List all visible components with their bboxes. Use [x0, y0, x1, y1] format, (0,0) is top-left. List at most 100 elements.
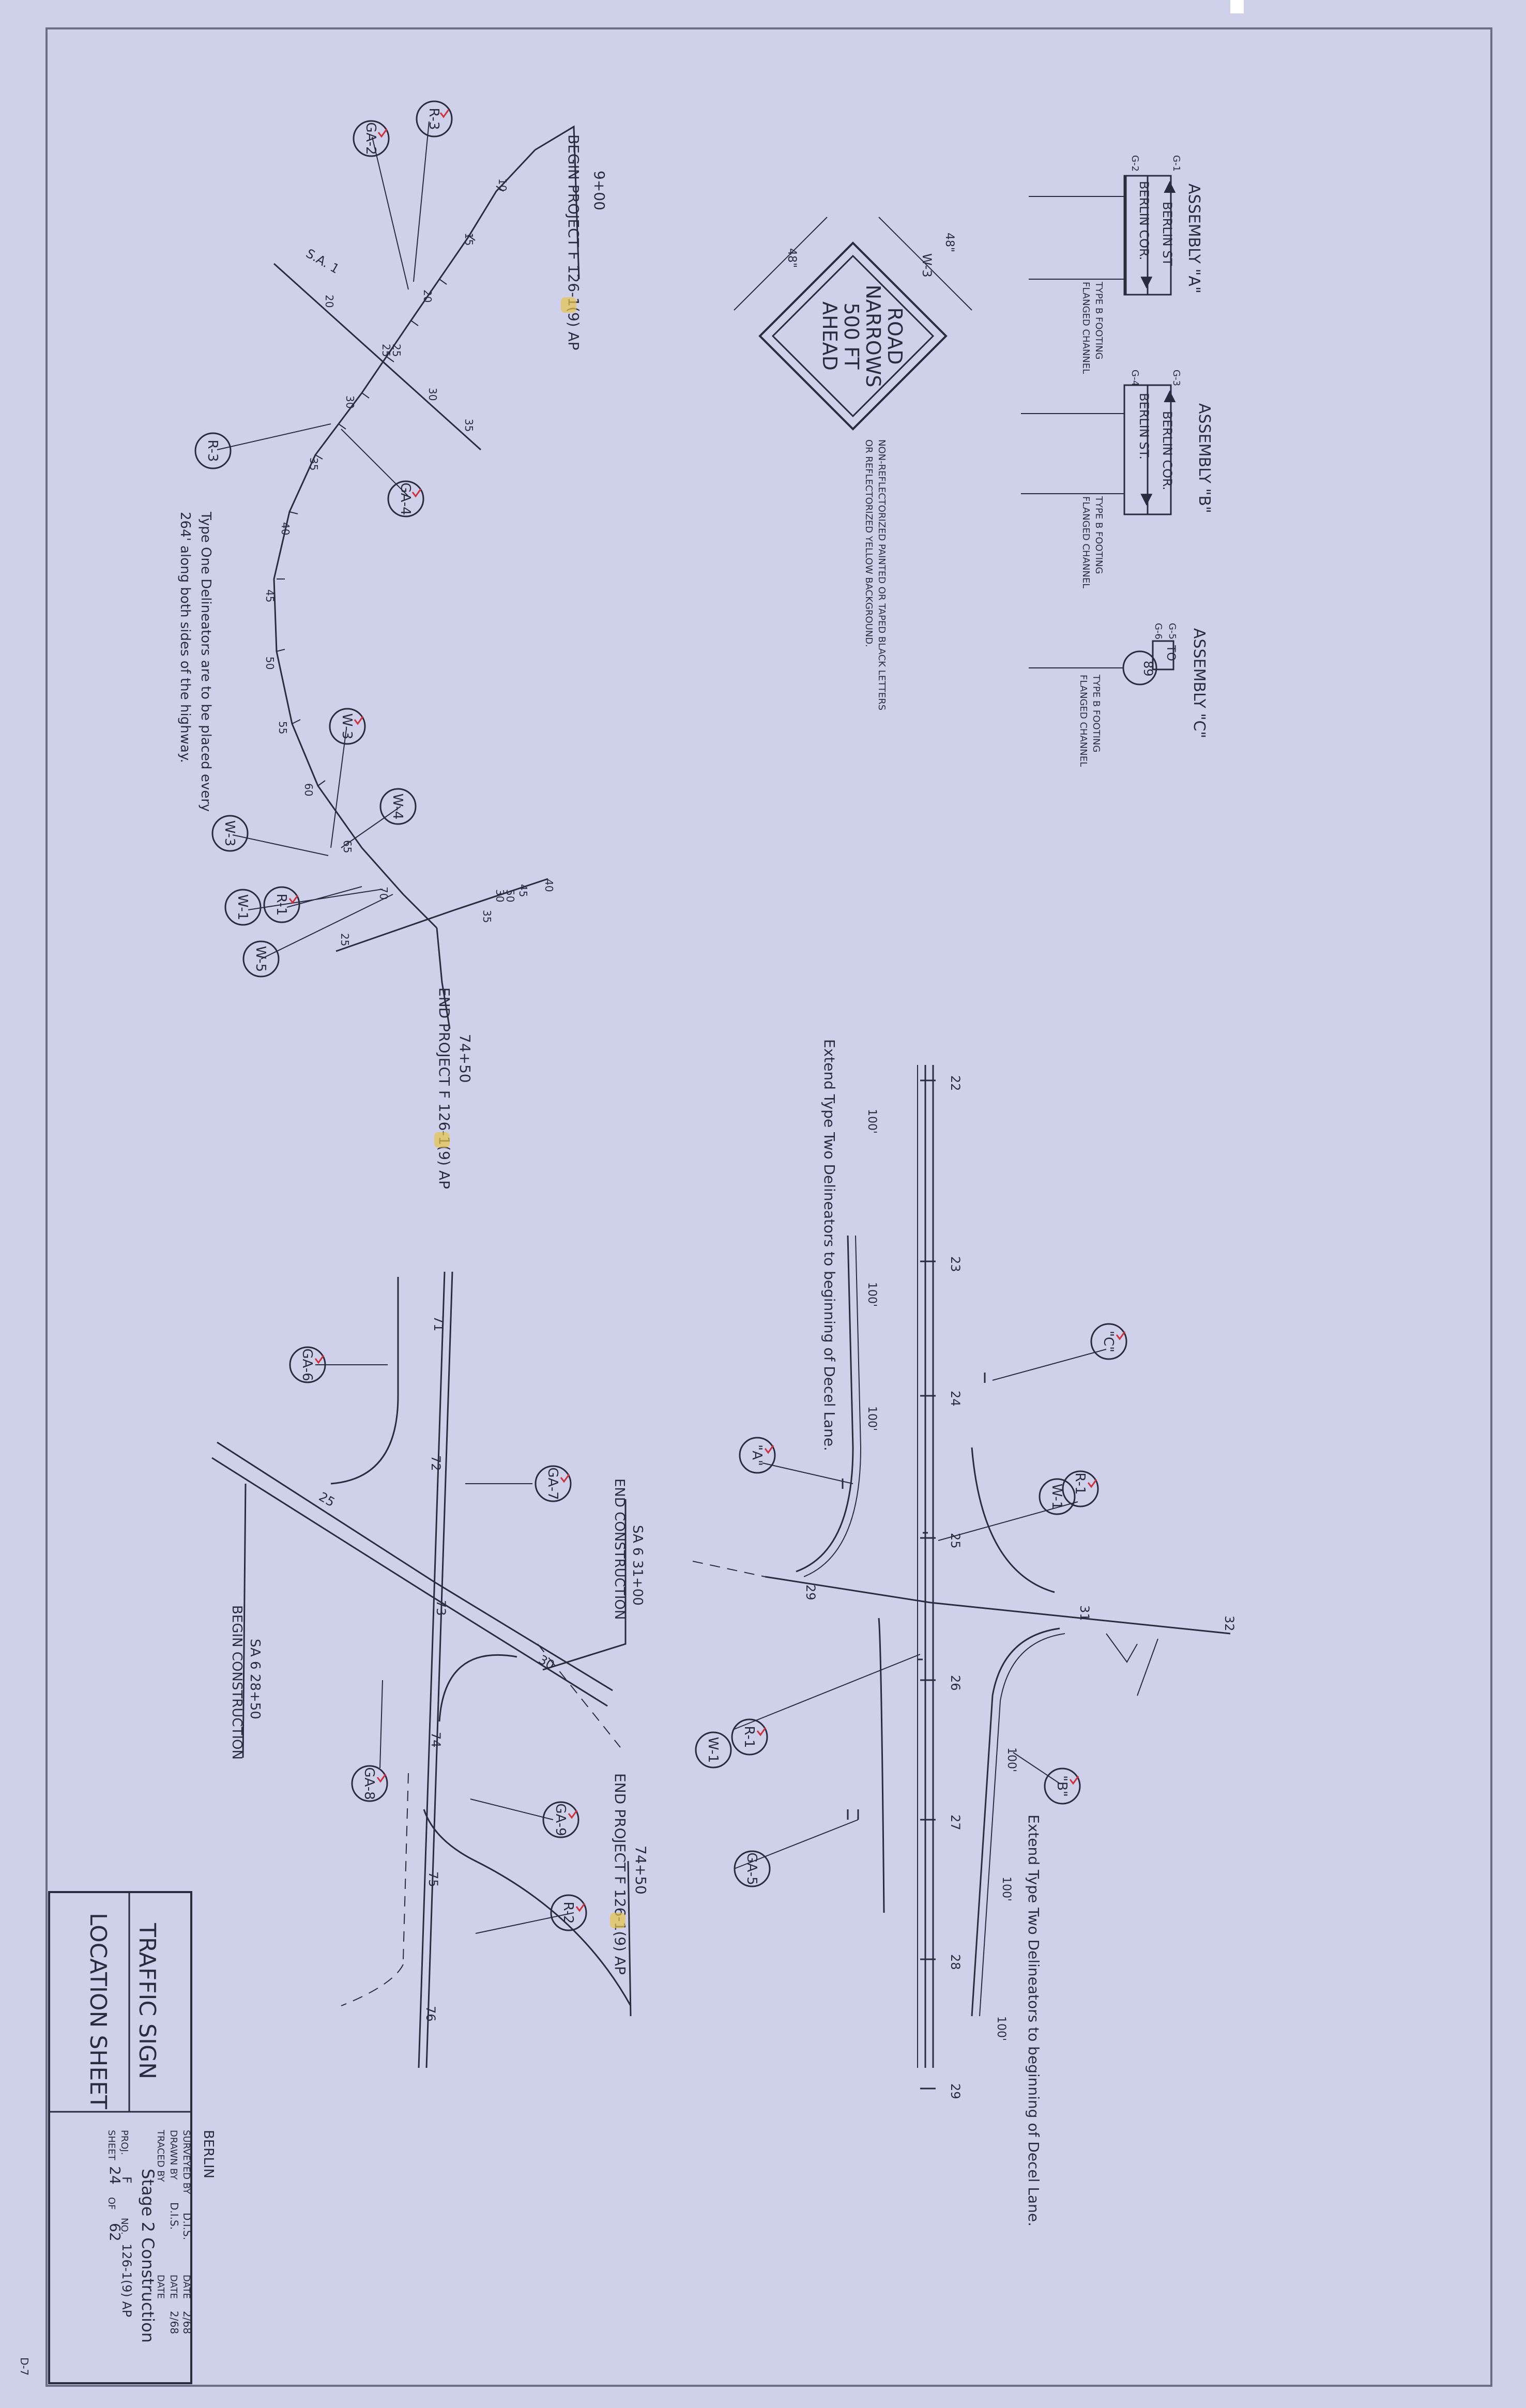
- sign-r3-b: R-3: [205, 440, 220, 462]
- channel-island: [1106, 1633, 1158, 1696]
- title-traffic-sign: TRAFFIC SIGN: [134, 1923, 160, 2079]
- assembly-a-arrow2: ▶: [1138, 277, 1156, 288]
- highway-bottom-edge-2: [425, 1271, 453, 2068]
- w3-diamond-outer: [758, 241, 948, 431]
- sign-leaders: [217, 121, 430, 959]
- station-72: 72: [429, 1455, 443, 1471]
- station-75: 75: [426, 1871, 440, 1887]
- right-station-labels: 22 23 24 25 26 27 28 29 29 31 32: [803, 1075, 1237, 2099]
- delineator-note-2: 264' along both sides of the highway.: [177, 512, 193, 763]
- sign-ga9: GA-9: [553, 1803, 568, 1836]
- begin-station: 9+00: [591, 171, 608, 210]
- assembly-a-row2: BERLIN COR.: [1137, 181, 1151, 260]
- w3-line3: 500 FT: [840, 302, 863, 370]
- w3-line1: ROAD: [883, 308, 906, 365]
- sign-r2: R-2: [560, 1902, 576, 1924]
- begin-construction-leader: [242, 1483, 247, 1758]
- w3-note-1: NON-REFLECTORIZED PAINTED OR TAPED BLACK…: [876, 439, 887, 710]
- assembly-b-row2: BERLIN ST.: [1137, 393, 1151, 460]
- title-block: TRAFFIC SIGN LOCATION SHEET BERLIN SURVE…: [18, 1891, 216, 2384]
- spacing-4: 100': [1005, 1747, 1018, 1772]
- extend-note-bottom: Extend Type Two Delineators to beginning…: [1025, 1815, 1042, 2227]
- begin-sa-label: SA 6 28+50: [247, 1639, 263, 1719]
- assembly-c-footing-2: FLANGED CHANNEL: [1078, 675, 1089, 767]
- plan-top-left: [217, 121, 580, 1029]
- assembly-c-code1: G-5: [1167, 623, 1178, 639]
- station-40: 40: [279, 522, 292, 535]
- drawn-date-label: DATE: [168, 2275, 179, 2299]
- end-construction-label: END CONSTRUCTION: [612, 1479, 627, 1620]
- side-station-31: 31: [1077, 1605, 1092, 1621]
- spacing-2: 100': [865, 1282, 878, 1307]
- end-station: 74+50: [456, 1034, 474, 1083]
- branch-station-40: 40: [543, 879, 555, 892]
- begin-project-leader: [535, 125, 580, 280]
- assembly-a: ASSEMBLY "A" BERLIN ST BERLIN COR. ◀ ▶ G…: [1029, 155, 1203, 374]
- sign-r3-a: R-3: [426, 108, 441, 130]
- sign-w1-right-a-circle: [1039, 1478, 1076, 1515]
- sign-r1-right-a: R-1: [1072, 1473, 1088, 1495]
- spacing-3: 100': [865, 1406, 878, 1431]
- station-29: 29: [948, 2083, 963, 2099]
- extend-note-top: Extend Type Two Delineators to beginning…: [821, 1039, 838, 1451]
- station-60: 60: [302, 783, 315, 796]
- spacing-5: 100': [1000, 1877, 1013, 1901]
- drawn-label: DRAWN BY: [168, 2130, 179, 2180]
- station-35: 35: [308, 458, 320, 470]
- drawn-date: 2/68: [168, 2311, 180, 2334]
- proj-value: F: [119, 2176, 134, 2184]
- station-27: 27: [948, 1815, 963, 1831]
- traced-date-label: DATE: [155, 2275, 166, 2299]
- assembly-b: ASSEMBLY "B" BERLIN COR. BERLIN ST. ◀ ▶ …: [1021, 370, 1213, 588]
- assembly-b-code2: G-4: [1130, 370, 1140, 386]
- decel-lane-left: [796, 1235, 854, 1573]
- station-45: 45: [264, 589, 276, 602]
- w3-line2: NARROWS: [862, 285, 884, 388]
- right-sign-circles: [695, 1323, 1127, 1887]
- assembly-c-title: ASSEMBLY "C": [1190, 628, 1208, 738]
- sign-w1-top: W-1: [235, 894, 250, 921]
- sign-w5: W-5: [253, 946, 268, 972]
- end-project-bottom: END PROJECT F 126-1(9) AP: [612, 1773, 629, 1975]
- side-station-29: 29: [803, 1584, 818, 1601]
- sign-c: "C": [1101, 1331, 1116, 1352]
- highlights: [434, 297, 625, 1928]
- bottom-sign-circles: [289, 1346, 587, 1931]
- w3-sign-detail: ROAD NARROWS 500 FT AHEAD W-3 48" 48" NO…: [734, 217, 972, 710]
- title-location-sheet: LOCATION SHEET: [85, 1913, 111, 2109]
- sign-ga4: GA-4: [398, 482, 413, 515]
- begin-construction-label: BEGIN CONSTRUCTION: [229, 1605, 245, 1760]
- assembly-b-title: ASSEMBLY "B": [1195, 403, 1213, 513]
- begin-project-label: BEGIN PROJECT F 126-1(9) AP: [565, 134, 582, 350]
- bottom-sign-labels: GA-6 GA-7 GA-8 GA-9 R-2: [299, 1348, 576, 1924]
- assembly-a-title: ASSEMBLY "A": [1185, 184, 1203, 294]
- top-station-labels: 10 15 20 25 30 35 40 45 50 55 60 65 70 2…: [264, 178, 555, 946]
- end-project-label: END PROJECT F 126-1(9) AP: [436, 987, 453, 1189]
- drawn-value: D.I.S.: [168, 2202, 180, 2230]
- traced-label: TRACED BY: [155, 2129, 166, 2183]
- end-sa-label: SA 6 31+00: [630, 1525, 645, 1606]
- turn-radius-bottom-nw: [330, 1277, 399, 1485]
- end-construction-leader: [542, 1499, 627, 1671]
- surveyed-date: 2/68: [181, 2311, 193, 2334]
- sign-ga5: GA-5: [744, 1852, 759, 1885]
- branch-station-30: 30: [494, 889, 506, 902]
- station-30: 30: [344, 395, 356, 408]
- station-74: 74: [429, 1732, 443, 1748]
- of-value: 62: [106, 2223, 124, 2242]
- station-65: 65: [341, 840, 354, 853]
- w3-dim-line-b: [734, 217, 828, 311]
- assembly-a-code2: G-2: [1130, 155, 1140, 172]
- top-sign-labels: R-3 GA-2 R-3 GA-4 W-3 W-4 W-3 R-1 W-1 W-…: [205, 108, 441, 972]
- of-label: OF: [106, 2197, 117, 2210]
- surveyed-label: SURVEYED BY: [181, 2130, 192, 2194]
- highway-centerline: [273, 149, 536, 929]
- sign-w3-a: W-3: [339, 713, 355, 740]
- sheet-border: [45, 27, 1492, 2387]
- w3-dim-2: 48": [785, 248, 798, 268]
- assembly-c-to-plate: [1152, 640, 1174, 670]
- sign-ga7: GA-7: [545, 1467, 560, 1500]
- station-10: 10: [496, 178, 509, 191]
